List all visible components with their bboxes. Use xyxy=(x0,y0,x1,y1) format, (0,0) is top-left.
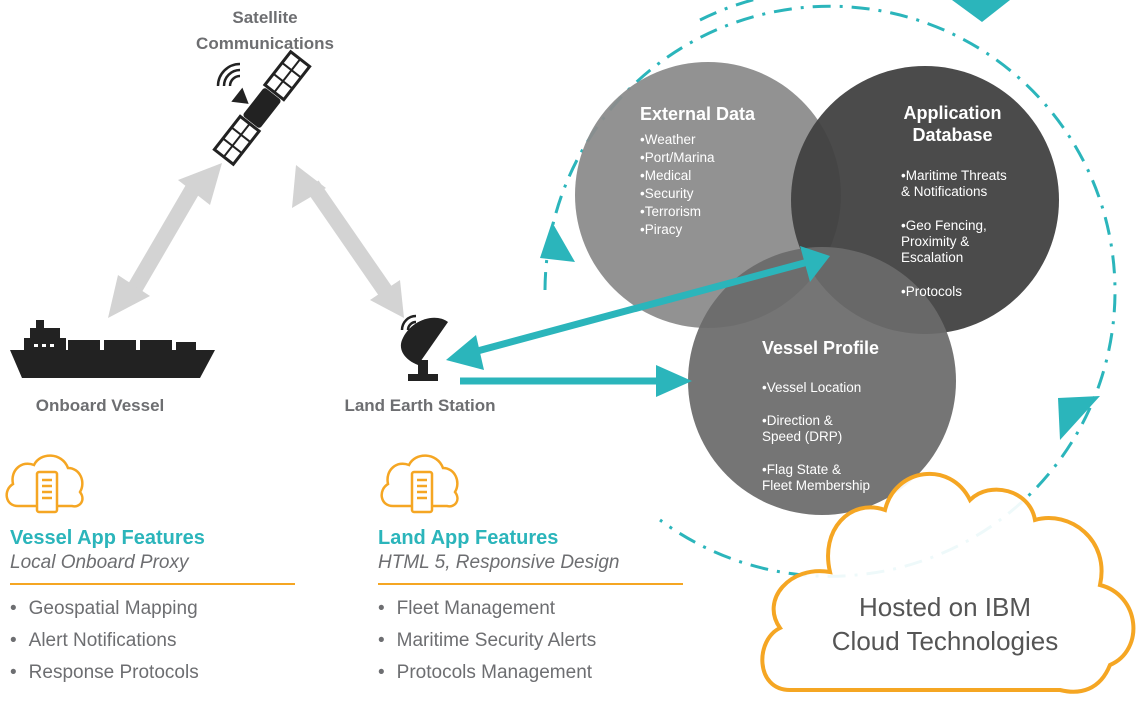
satellite-signal-icon xyxy=(216,62,241,87)
list-item: Geo Fencing, Proximity & Escalation xyxy=(901,218,1055,266)
external-data-list: Weather Port/Marina Medical Security Ter… xyxy=(640,131,790,239)
external-data-title: External Data xyxy=(640,104,756,124)
satellite-icon xyxy=(212,49,312,167)
list-item: Alert Notifications xyxy=(10,625,295,657)
external-data-content: External Data Weather Port/Marina Medica… xyxy=(640,104,790,239)
list-item: Medical xyxy=(640,167,790,185)
list-item: Maritime Security Alerts xyxy=(378,625,683,657)
land-panel-subtitle: HTML 5, Responsive Design xyxy=(378,552,620,573)
land-panel-title: Land App Features xyxy=(378,527,559,549)
list-item: Geospatial Mapping xyxy=(10,593,295,625)
station-profile-link xyxy=(460,365,692,397)
orbit-ring xyxy=(543,0,1117,578)
land-features-panel: Land App Features HTML 5, Responsive Des… xyxy=(378,527,683,689)
application-database-content: Application Database Maritime Threats & … xyxy=(895,102,1055,316)
vessel-panel-subtitle: Local Onboard Proxy xyxy=(10,552,189,573)
list-item: Piracy xyxy=(640,221,790,239)
vessel-feature-list: Geospatial Mapping Alert Notifications R… xyxy=(10,593,295,689)
ship-windows xyxy=(34,344,54,347)
list-item: Direction & Speed (DRP) xyxy=(762,413,937,445)
orbit-arrowhead-left xyxy=(540,222,575,262)
cloud-hosting-text: Hosted on IBM Cloud Technologies xyxy=(831,592,1059,656)
cloud-outline xyxy=(760,471,1136,694)
cloud-server-icon-right xyxy=(380,454,459,514)
application-database-title: Application Database xyxy=(903,103,1002,145)
vessel-profile-title: Vessel Profile xyxy=(762,338,880,358)
satellite-dish-icon xyxy=(400,317,448,381)
vessel-label: Onboard Vessel xyxy=(35,396,165,415)
list-item: Weather xyxy=(640,131,790,149)
orbit-arrowhead-right xyxy=(1058,396,1100,440)
list-item: Protocols Management xyxy=(378,657,683,689)
vessel-panel-title: Vessel App Features xyxy=(10,527,205,549)
list-item: Fleet Management xyxy=(378,593,683,625)
vessel-profile-content: Vessel Profile Vessel Location Direction… xyxy=(762,338,937,509)
satellite-vessel-link xyxy=(108,163,222,318)
list-item: Maritime Threats & Notifications xyxy=(901,168,1055,200)
dish-signal-icon xyxy=(400,314,417,331)
list-item: Protocols xyxy=(901,284,1055,300)
list-item: Flag State & Fleet Membership xyxy=(762,462,937,494)
vessel-features-panel: Vessel App Features Local Onboard Proxy … xyxy=(10,527,295,689)
satellite-label: Satellite Communications xyxy=(196,8,334,53)
satellite-station-link xyxy=(292,165,404,318)
ship-icon xyxy=(10,320,215,378)
cloud-server-icon-left xyxy=(5,454,84,514)
list-item: Response Protocols xyxy=(10,657,295,689)
list-item: Security xyxy=(640,185,790,203)
land-feature-list: Fleet Management Maritime Security Alert… xyxy=(378,593,683,689)
list-item: Terrorism xyxy=(640,203,790,221)
earth-station-label: Land Earth Station xyxy=(344,396,496,415)
land-panel-divider xyxy=(378,583,683,585)
list-item: Port/Marina xyxy=(640,149,790,167)
station-database-link xyxy=(446,246,830,370)
vessel-panel-divider xyxy=(10,583,295,585)
application-database-list: Maritime Threats & Notifications Geo Fen… xyxy=(901,152,1055,316)
vessel-profile-list: Vessel Location Direction & Speed (DRP) … xyxy=(762,365,937,509)
list-item: Vessel Location xyxy=(762,380,937,396)
orbit-arrowhead-top xyxy=(952,0,1010,22)
